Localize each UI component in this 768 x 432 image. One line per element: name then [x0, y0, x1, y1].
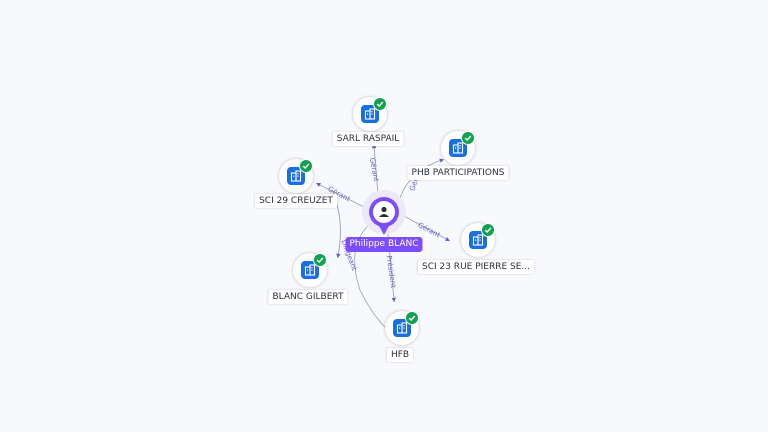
edge-label-sarl-raspail: Gérant [368, 157, 380, 182]
company-label-sci-23-rue-pierre[interactable]: SCI 23 RUE PIERRE SE... [417, 260, 535, 274]
building-icon [361, 105, 379, 123]
connector-line [354, 221, 389, 331]
company-label-blanc-gilbert[interactable]: BLANC GILBERT [268, 290, 348, 304]
center-person-node[interactable] [362, 190, 406, 235]
company-label-sci-29-creuzet[interactable]: SCI 29 CREUZET [255, 194, 337, 208]
verified-check-icon [405, 311, 419, 325]
company-node-phb-participations[interactable] [441, 131, 477, 167]
edge-label-hfb: Président [385, 255, 398, 289]
person-icon [379, 206, 389, 217]
company-label-sarl-raspail[interactable]: SARL RASPAIL [332, 132, 404, 146]
company-node-hfb[interactable] [385, 311, 421, 347]
verified-check-icon [299, 159, 313, 173]
building-icon [287, 167, 305, 185]
company-node-sci-23-rue-pierre[interactable] [461, 223, 497, 259]
company-node-sci-29-creuzet[interactable] [279, 159, 315, 195]
company-label-hfb[interactable]: HFB [386, 348, 414, 362]
company-node-blanc-gilbert[interactable] [293, 253, 329, 289]
building-icon [469, 231, 487, 249]
building-icon [449, 139, 467, 157]
center-person-label[interactable]: Philippe BLANC [345, 237, 423, 252]
company-node-sarl-raspail[interactable] [353, 97, 389, 133]
edge-sarl-raspail [371, 143, 379, 195]
edge-sci-29-creuzet [315, 182, 365, 208]
edge-sci-23-rue-pierre [403, 215, 450, 242]
building-icon [393, 319, 411, 337]
verified-check-icon [373, 97, 387, 111]
building-icon [301, 261, 319, 279]
company-label-phb-participations[interactable]: PHB PARTICIPATIONS [407, 166, 509, 180]
verified-check-icon [313, 253, 327, 267]
verified-check-icon [461, 131, 475, 145]
verified-check-icon [481, 223, 495, 237]
